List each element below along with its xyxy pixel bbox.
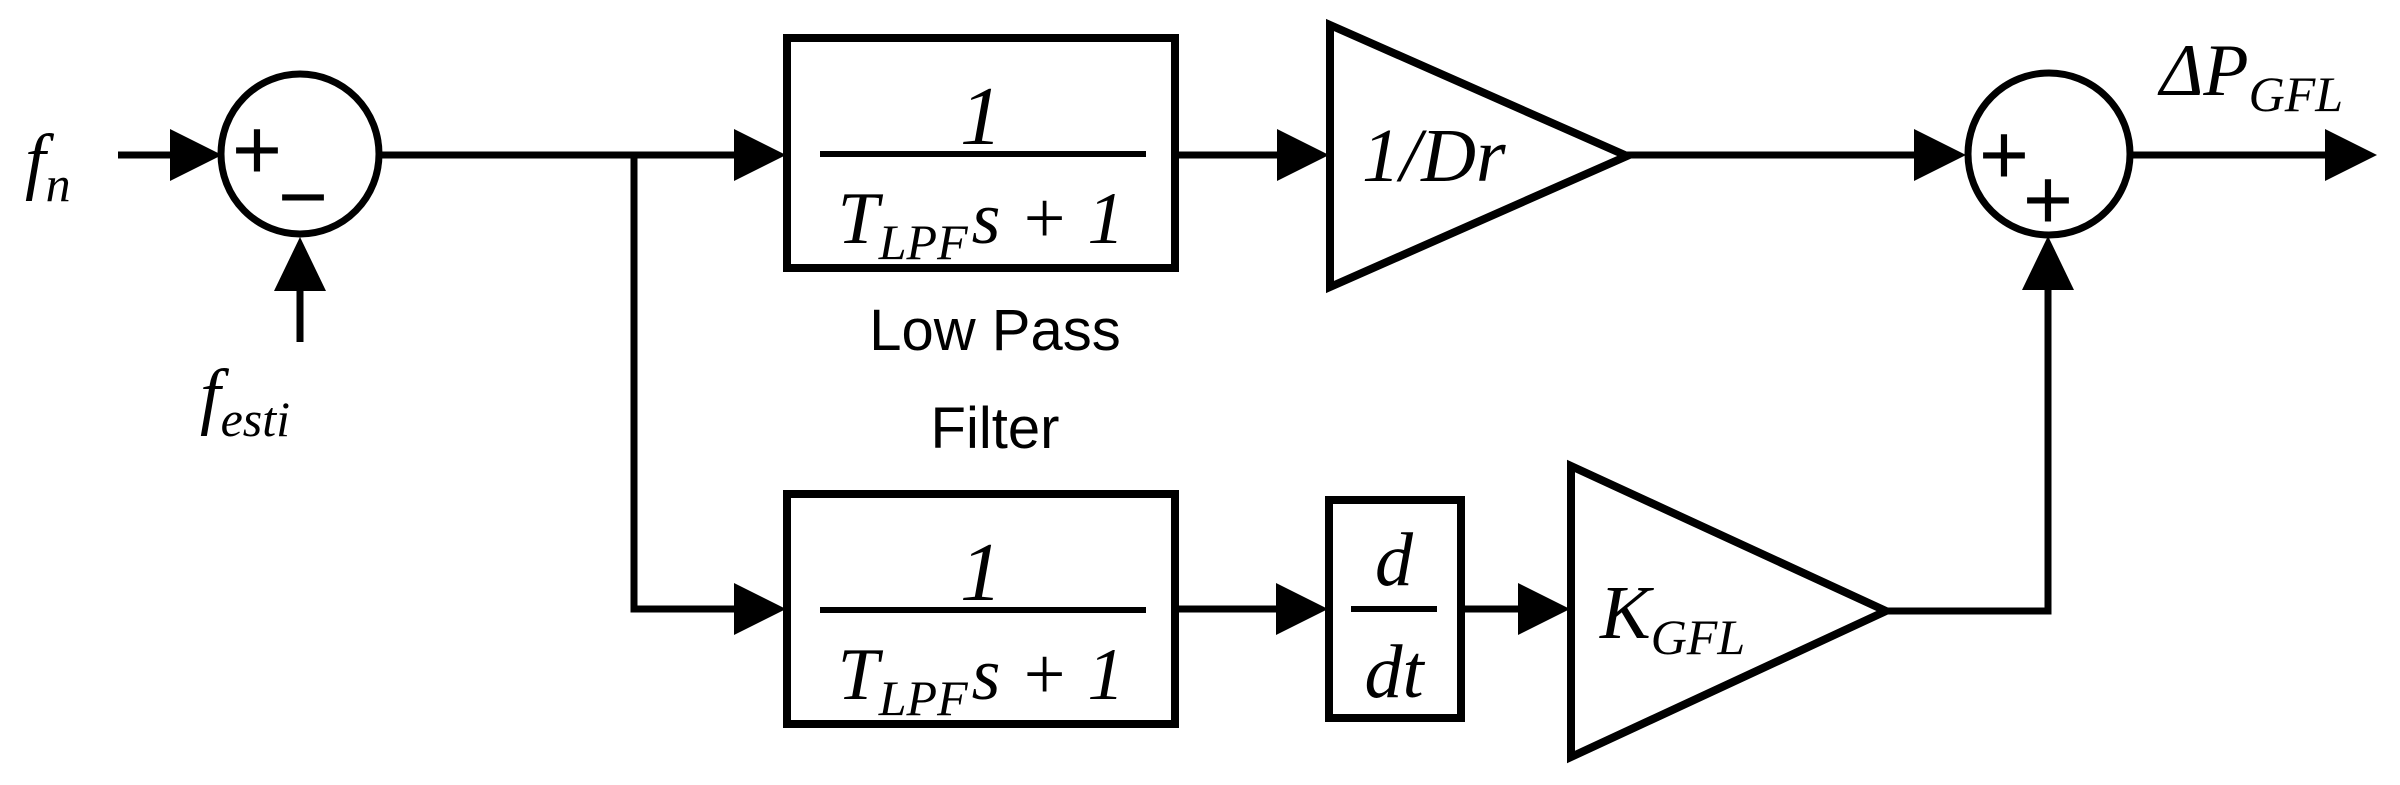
droop-arrowhead-icon	[1277, 129, 1329, 181]
output-arrowhead-icon	[2325, 129, 2377, 181]
kgfl-gain-label: KGFL	[1599, 571, 1745, 665]
sum2-left-arrowhead-icon	[1914, 129, 1966, 181]
festi-input-label: festi	[200, 355, 290, 447]
droop-gain-triangle	[1326, 18, 1637, 294]
ddt-numerator: d	[1375, 518, 1414, 602]
fn-input-label: fn	[25, 120, 71, 212]
output-label: ΔPGFL	[2157, 30, 2343, 122]
ddt-arrowhead-icon	[1276, 583, 1328, 635]
lpf-caption-line1: Low Pass	[869, 298, 1120, 363]
lpf-caption-line2: Filter	[931, 396, 1060, 461]
top-lpf-arrowhead-icon	[734, 129, 786, 181]
branch-wire	[630, 155, 736, 613]
kgfl-to-sum2-wire	[1886, 290, 2052, 615]
top-lpf-denominator: TLPFs + 1	[838, 178, 1125, 270]
bottom-lpf-arrowhead-icon	[734, 583, 786, 635]
top-lpf-numerator: 1	[960, 70, 1002, 163]
sum2-plus-bottom-sign: +	[2023, 152, 2073, 248]
sum1-minus-sign: −	[278, 149, 328, 245]
festi-input-arrowhead-icon	[274, 237, 326, 291]
sum1-plus-sign: +	[232, 102, 282, 198]
bottom-lpf-denominator: TLPFs + 1	[838, 634, 1125, 726]
bottom-lpf-numerator: 1	[960, 526, 1002, 619]
ddt-denominator: dt	[1364, 630, 1425, 714]
kgfl-arrowhead-icon	[1518, 583, 1570, 635]
kgfl-gain-triangle	[1567, 459, 1896, 764]
droop-gain-label: 1/Dr	[1362, 114, 1506, 198]
sum2-plus-left-sign: +	[1979, 107, 2029, 203]
sum2-bottom-arrowhead-icon	[2022, 236, 2074, 290]
fn-input-arrowhead-icon	[170, 129, 222, 181]
